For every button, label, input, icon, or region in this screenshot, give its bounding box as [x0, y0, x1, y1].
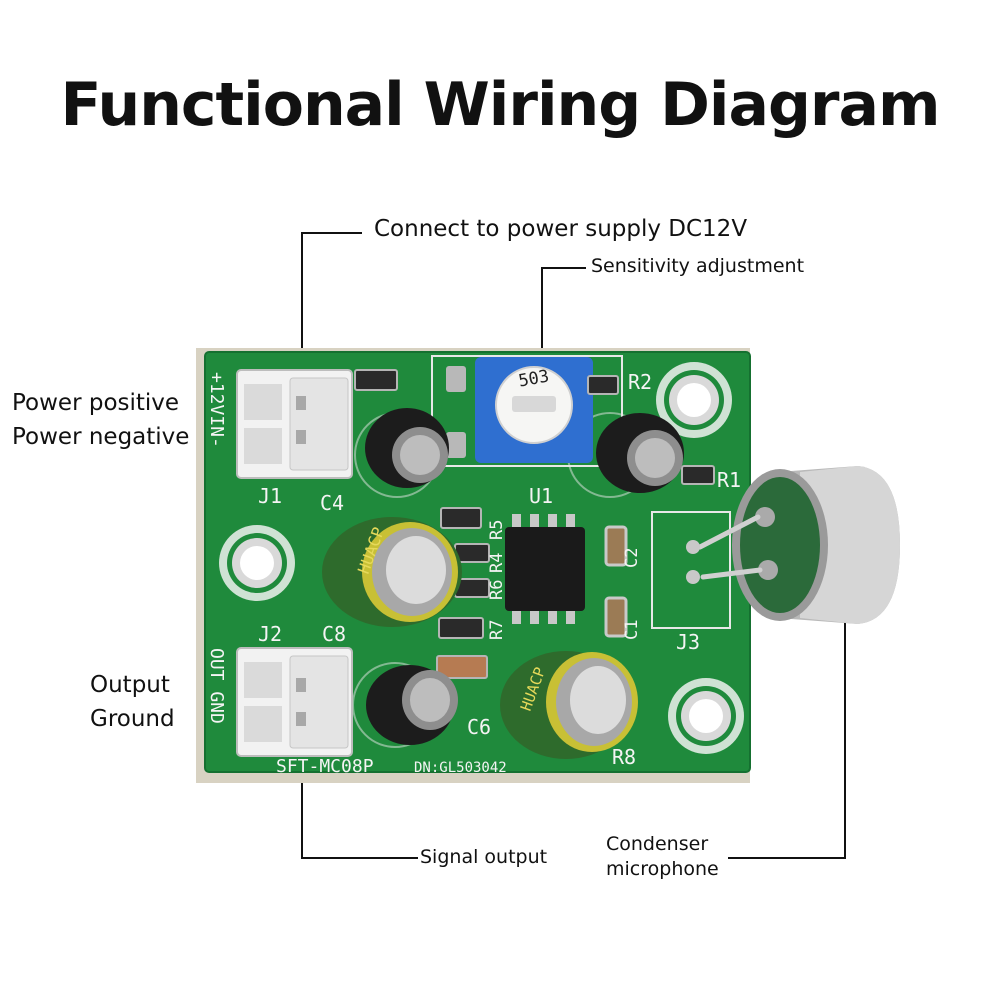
silkscreen-labels: J1 J2 J3 C4 C8 C6 U1 R2 R1 R8 R5 R4 R6 R…	[206, 370, 741, 777]
potentiometer: 503	[446, 357, 593, 463]
mounting-holes	[219, 362, 744, 754]
condenser-microphone	[686, 466, 900, 624]
callout-sensitivity: Sensitivity adjustment	[591, 255, 805, 277]
silk-r8: R8	[612, 745, 636, 769]
electrolytic-capacitor-c7	[366, 665, 458, 745]
silk-u1: U1	[529, 484, 553, 508]
mounting-hole-top-right	[656, 362, 732, 438]
ic-u1	[505, 514, 585, 624]
callout-output-pins: Output Ground	[90, 668, 175, 736]
callout-output: Output	[90, 672, 170, 698]
silk-j1: J1	[258, 484, 282, 508]
connector-j1	[236, 369, 353, 479]
callout-power-negative: Power negative	[12, 424, 190, 450]
callout-microphone-line2: microphone	[606, 858, 719, 880]
electrolytic-capacitor-c6: HUACP	[500, 651, 638, 759]
silk-r7: R7	[487, 620, 507, 640]
silk-r6: R6	[487, 580, 507, 600]
leader-lines	[301, 232, 846, 859]
ceramic-capacitors	[604, 525, 628, 638]
silk-r5: R5	[487, 520, 507, 540]
silk-r4: R4	[487, 553, 507, 573]
silk-j1-pins: +12VIN-	[206, 372, 227, 448]
callout-microphone: Condenser microphone	[606, 832, 719, 882]
silk-c1: C1	[622, 620, 642, 640]
silk-j2-pins: OUT GND	[206, 648, 227, 724]
callout-power-positive: Power positive	[12, 390, 180, 416]
callout-ground: Ground	[90, 706, 175, 732]
page-title: Functional Wiring Diagram	[60, 70, 941, 140]
silk-c6: C6	[467, 715, 491, 739]
callout-power-supply: Connect to power supply DC12V	[374, 216, 748, 242]
silk-c4: C4	[320, 491, 344, 515]
smd-resistors	[354, 369, 715, 679]
electrolytic-capacitor-c3	[596, 413, 684, 493]
electrolytic-capacitor-c8: HUACP	[322, 517, 462, 627]
silk-model: SFT-MC08P	[276, 756, 374, 777]
electrolytic-capacitor-c4	[365, 408, 449, 488]
silk-r1: R1	[717, 468, 741, 492]
leader-signal-output	[301, 748, 418, 859]
silk-j3: J3	[676, 630, 700, 654]
connector-j2	[236, 647, 353, 757]
mounting-hole-bottom-right	[668, 678, 744, 754]
leader-sensitivity	[541, 267, 586, 368]
leader-microphone	[728, 565, 846, 859]
silk-j2: J2	[258, 622, 282, 646]
mounting-hole-left	[219, 525, 295, 601]
callout-power-pins: Power positive Power negative	[12, 386, 189, 454]
leader-power-supply	[301, 232, 362, 376]
callout-microphone-line1: Condenser	[606, 833, 709, 855]
silk-r2: R2	[628, 370, 652, 394]
silk-c8: C8	[322, 622, 346, 646]
silk-c2: C2	[622, 548, 642, 568]
silk-dn: DN:GL503042	[414, 760, 507, 776]
callout-signal-output: Signal output	[420, 846, 548, 868]
